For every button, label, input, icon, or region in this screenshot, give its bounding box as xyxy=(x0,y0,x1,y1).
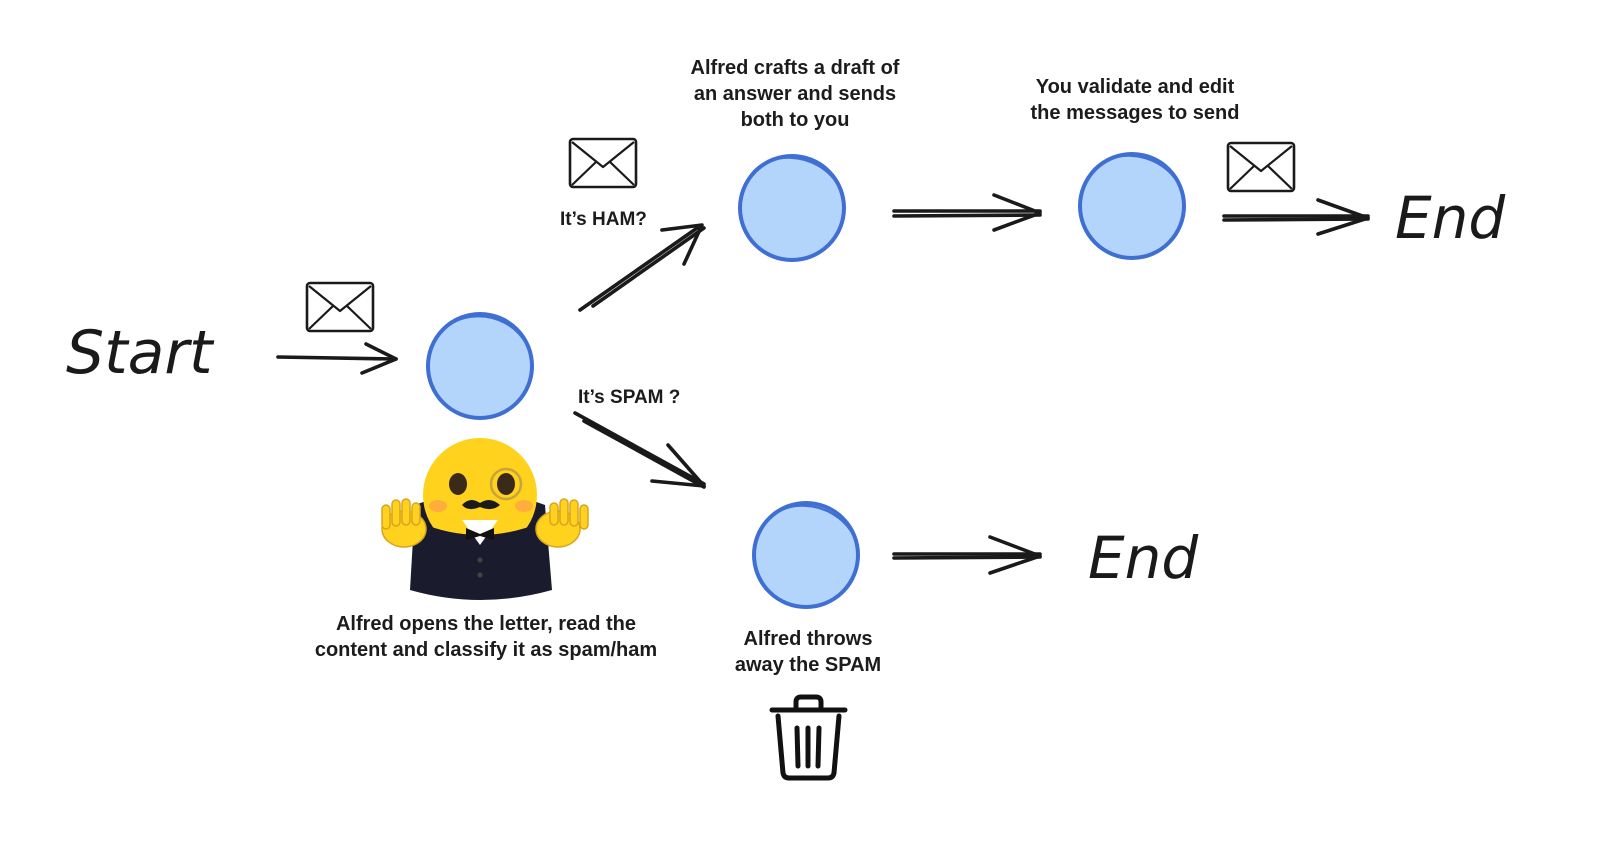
caption-classify-line-2: content and classify it as spam/ham xyxy=(315,639,657,661)
caption-classify-line-1: Alfred opens the letter, read the xyxy=(336,613,636,635)
draft-node xyxy=(738,154,846,262)
caption-throw-line-1: Alfred throws xyxy=(744,628,873,650)
trash-icon xyxy=(769,694,848,781)
validate-node xyxy=(1078,152,1186,260)
envelope-icon xyxy=(305,281,375,333)
envelope-icon xyxy=(568,137,638,189)
arrow-classify-to-throw xyxy=(573,411,706,489)
end-ham-label: End xyxy=(1395,184,1506,252)
arrow-throw-to-end xyxy=(892,535,1042,575)
arrow-validate-to-end xyxy=(1222,198,1370,236)
caption-validate-line-2: the messages to send xyxy=(1031,102,1240,124)
classify-node xyxy=(426,312,534,420)
arrow-draft-to-validate xyxy=(892,193,1042,232)
caption-draft-line-3: both to you xyxy=(741,109,850,131)
start-label: Start xyxy=(66,318,215,388)
ham-branch-label: It’s HAM? xyxy=(560,209,647,230)
spam-branch-label: It’s SPAM ? xyxy=(578,387,680,408)
arrow-classify-to-draft xyxy=(578,223,706,312)
envelope-icon xyxy=(1226,141,1296,193)
butler-mascot xyxy=(381,438,589,600)
throw-away-node xyxy=(752,501,860,609)
arrow-start-to-classify xyxy=(276,342,398,375)
caption-draft-line-2: an answer and sends xyxy=(694,83,896,105)
caption-validate-line-1: You validate and edit xyxy=(1036,76,1235,98)
caption-draft-line-1: Alfred crafts a draft of xyxy=(691,57,900,79)
caption-throw-line-2: away the SPAM xyxy=(735,654,881,676)
end-spam-label: End xyxy=(1088,524,1199,592)
